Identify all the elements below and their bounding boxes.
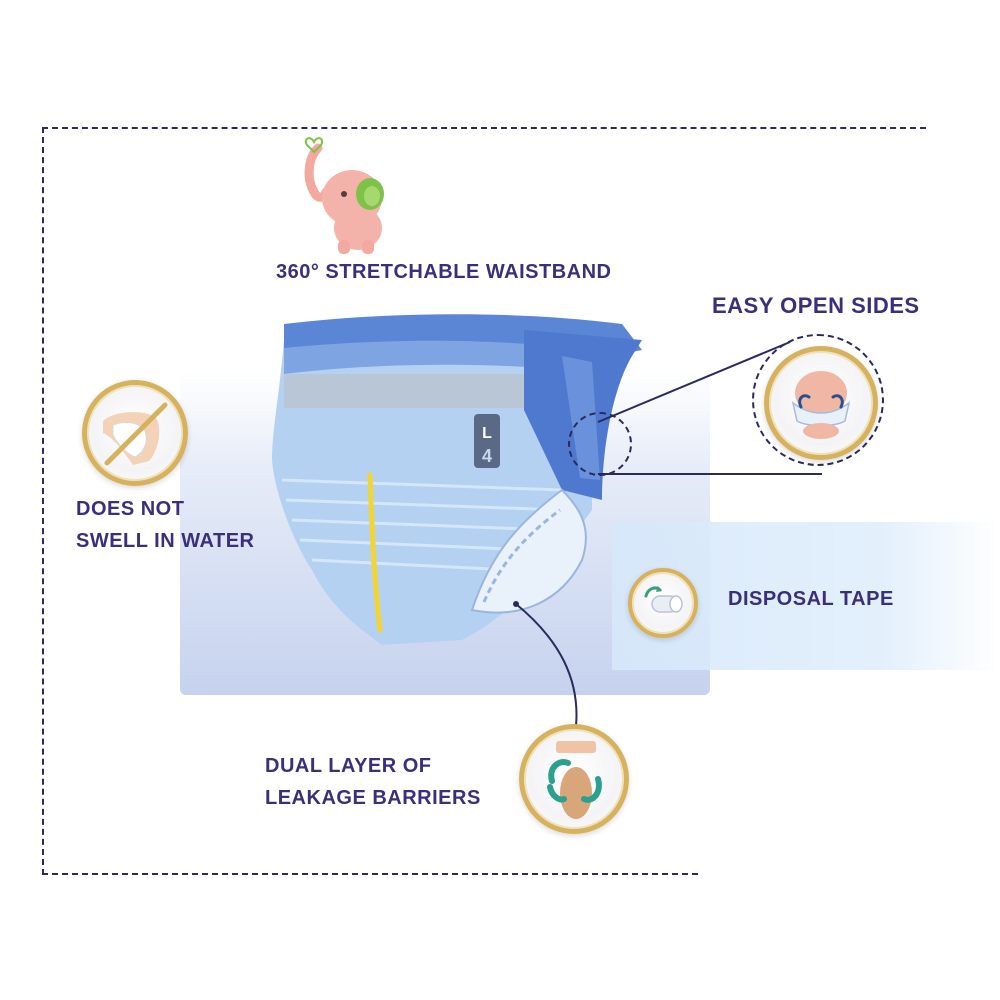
disposal-tape-badge: [628, 568, 698, 638]
frame-border-bottom: [42, 873, 698, 875]
easy-open-sides-label: EASY OPEN SIDES: [712, 293, 920, 318]
knee-no-swell-icon: [103, 402, 168, 466]
easy-open-sides-ring: [752, 334, 884, 466]
waistband-label: 360° STRETCHABLE WAISTBAND: [276, 261, 612, 283]
disposal-tape-label: DISPOSAL TAPE: [728, 588, 894, 610]
leakage-barriers-badge: [519, 724, 629, 834]
frame-border-top: [42, 127, 926, 129]
no-swell-label: DOES NOT SWELL IN WATER: [76, 498, 255, 552]
open-sides-icon: [791, 371, 851, 439]
elephant-mascot-icon: [304, 137, 384, 254]
size-letter: L: [482, 425, 492, 442]
disposal-tape-icon: [644, 586, 683, 613]
no-swell-badge: [82, 380, 188, 486]
size-number: 4: [482, 446, 492, 466]
easy-open-sides-badge: [764, 346, 878, 460]
leakage-barriers-label: DUAL LAYER OF LEAKAGE BARRIERS: [265, 755, 481, 809]
leak-guard-icon: [547, 741, 602, 819]
frame-border-left: [42, 127, 44, 875]
side-zoom-marker: [568, 412, 632, 476]
